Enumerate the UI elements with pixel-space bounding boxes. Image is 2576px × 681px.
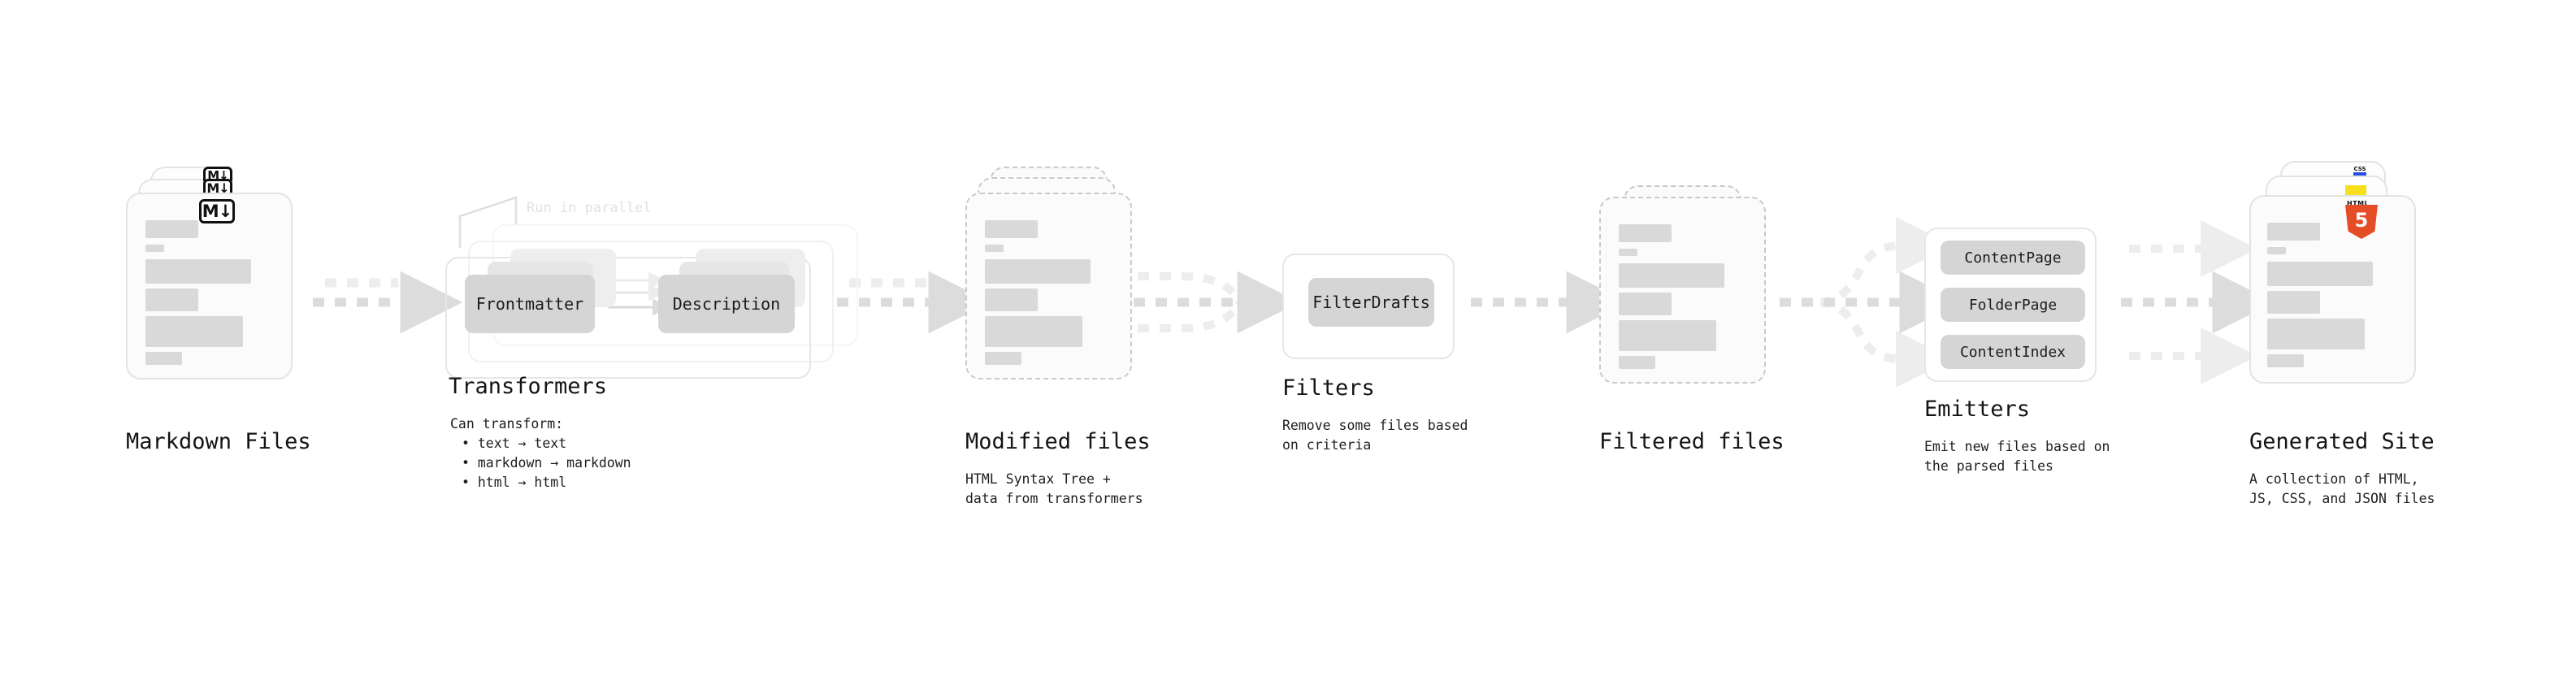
skeleton-bar <box>2267 354 2304 367</box>
emitters-box: ContentPage FolderPage ContentIndex <box>1924 228 2097 382</box>
skeleton-bar <box>1619 224 1672 242</box>
chip-frontmatter[interactable]: Frontmatter <box>465 275 595 333</box>
skeleton-bar <box>145 245 164 252</box>
skeleton-bar <box>2267 247 2286 254</box>
skeleton-bar <box>2267 319 2365 349</box>
markdown-card-front <box>126 193 293 380</box>
skeleton-bar <box>145 259 251 284</box>
stage-title-transformers: Transformers <box>449 374 608 399</box>
stage-title-generated-site: Generated Site <box>2249 429 2435 454</box>
filtered-card-front <box>1599 197 1766 384</box>
skeleton-bar <box>1619 320 1716 351</box>
modified-files-subtitle: HTML Syntax Tree + data from transformer… <box>965 471 1143 506</box>
skeleton-bar <box>985 220 1038 238</box>
stage-title-filters: Filters <box>1282 375 1375 401</box>
skeleton-bar <box>2267 262 2373 286</box>
chip-contentindex[interactable]: ContentIndex <box>1941 335 2085 369</box>
chip-description[interactable]: Description <box>658 275 795 333</box>
skeleton-bar <box>985 259 1091 284</box>
chip-filterdrafts[interactable]: FilterDrafts <box>1308 278 1434 327</box>
skeleton-bar <box>1619 293 1672 315</box>
run-in-parallel-label: Run in parallel <box>527 200 652 216</box>
stage-title-markdown-files: Markdown Files <box>126 429 311 454</box>
stage-title-filtered-files: Filtered files <box>1599 429 1785 454</box>
transformers-subtitle-lead: Can transform: <box>450 416 564 432</box>
skeleton-bar <box>985 245 1004 252</box>
skeleton-bar <box>2267 223 2320 241</box>
filters-box: FilterDrafts <box>1282 254 1455 359</box>
skeleton-bar <box>985 288 1038 311</box>
skeleton-bar <box>145 316 243 347</box>
markdown-badge-front: M↓ <box>199 199 235 223</box>
skeleton-bar <box>1619 263 1724 288</box>
skeleton-bar <box>145 288 198 311</box>
arrow-emitters-to-site <box>2121 220 2275 384</box>
site-card-front <box>2249 195 2416 384</box>
arrow-filtered-to-emitters <box>1780 217 1962 388</box>
transformers-subtitle-item-2: • html → html <box>462 475 567 490</box>
modified-card-front <box>965 193 1132 380</box>
chip-contentpage[interactable]: ContentPage <box>1941 241 2085 275</box>
transformers-subtitle-item-1: • markdown → markdown <box>462 455 631 471</box>
skeleton-bar <box>985 316 1082 347</box>
skeleton-bar <box>985 352 1021 365</box>
skeleton-bar <box>145 352 182 365</box>
transformer-box-front <box>445 257 811 379</box>
html5-icon: HTML 5 <box>2345 200 2378 239</box>
skeleton-bar <box>1619 249 1637 256</box>
stage-title-emitters: Emitters <box>1924 397 2031 422</box>
css-badge: CSS <box>2353 166 2366 176</box>
stage-title-modified-files: Modified files <box>965 429 1151 454</box>
js-badge <box>2345 185 2366 197</box>
generated-site-subtitle: A collection of HTML, JS, CSS, and JSON … <box>2249 471 2435 506</box>
chip-folderpage[interactable]: FolderPage <box>1941 288 2085 322</box>
arrow-markdown-to-transformers <box>313 271 463 334</box>
skeleton-bar <box>2267 291 2320 314</box>
arrow-modified-to-filters <box>1134 271 1300 334</box>
emitters-subtitle: Emit new files based on the parsed files <box>1924 439 2110 474</box>
filters-subtitle: Remove some files based on criteria <box>1282 418 1468 453</box>
skeleton-bar <box>145 220 198 238</box>
transformers-subtitle-item-0: • text → text <box>462 436 567 451</box>
skeleton-bar <box>1619 356 1655 369</box>
